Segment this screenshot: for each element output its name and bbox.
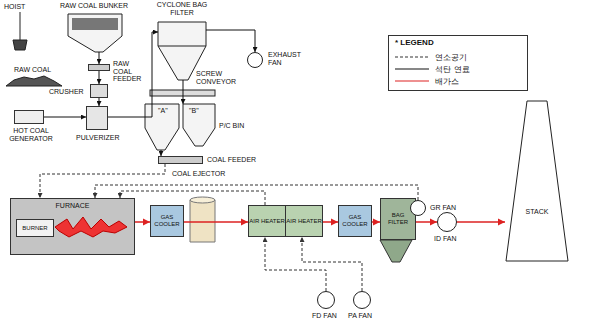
equipment-label: AIR HEATER <box>286 218 322 225</box>
equipment-label: P/C BIN <box>219 122 244 130</box>
gas-flow-line <box>135 221 150 223</box>
air-flow-line <box>302 237 362 291</box>
equipment-label: CYCLONE BAG FILTER <box>152 1 212 16</box>
equipment-label: GAS COOLER <box>339 214 371 227</box>
equipment-label: RAW COAL FEEDER <box>113 60 147 83</box>
equipment-label: FD FAN <box>312 312 337 320</box>
equipment-label: GAS COOLER <box>151 214 183 227</box>
coal-feeder: COAL FEEDER <box>158 156 203 164</box>
air-flow-line <box>120 191 265 205</box>
legend-sample <box>395 54 429 60</box>
equipment-label: PA FAN <box>348 312 372 320</box>
air-heater: AIR HEATER <box>285 205 323 237</box>
equipment-label: EXHAUST FAN <box>268 51 304 66</box>
equipment-label: HOT COAL GENERATOR <box>9 127 53 142</box>
bag-filter-hopper <box>380 240 412 262</box>
pulverizer: PULVERIZER <box>86 106 108 130</box>
furnace: FURNACE BURNER <box>10 198 135 255</box>
gas-cooler: GAS COOLER <box>338 205 372 237</box>
id-fan: ID FAN <box>437 212 457 232</box>
equipment-label: "B" <box>189 107 199 115</box>
pa-fan: PA FAN <box>353 291 371 309</box>
coal-flow-line <box>99 71 100 84</box>
equipment-label: STACK <box>505 208 569 216</box>
legend-title: * LEGEND <box>395 39 434 48</box>
pc-bin: "A""B"P/C BIN <box>145 104 215 150</box>
equipment-label: GR FAN <box>430 204 456 212</box>
air-flow-line <box>265 237 326 291</box>
legend-text: 배가스 <box>435 76 459 87</box>
coal-flow-line <box>183 80 184 104</box>
legend-line <box>395 68 429 69</box>
gas-flow-line <box>323 221 338 223</box>
stack-body <box>506 101 568 261</box>
vessel-top <box>190 197 215 203</box>
equipment-label: CRUSHER <box>49 88 84 96</box>
bunker: RAW COAL BUNKER <box>68 14 122 52</box>
coal-flow-line <box>44 117 86 118</box>
gas-flow-line <box>416 221 437 223</box>
hoist-bucket <box>13 40 27 50</box>
gas-flow-line <box>184 221 248 223</box>
stack-outline <box>505 100 569 262</box>
exhaust-fan: EXHAUST FAN <box>247 52 263 68</box>
stack: STACK <box>505 100 569 262</box>
bin-hopper-b <box>183 104 215 146</box>
equipment-label: "A" <box>158 107 168 115</box>
coal-flow-line <box>108 32 158 117</box>
legend-sample <box>395 78 429 84</box>
equipment-label: RAW COAL BUNKER <box>60 2 128 10</box>
equipment-label: BAG FILTER <box>381 212 415 225</box>
hoist-rope <box>20 12 21 40</box>
air-heater: AIR HEATER <box>248 205 286 237</box>
coal-flow-line <box>99 98 100 106</box>
bunker-hopper <box>68 14 122 52</box>
crusher: CRUSHER <box>90 84 108 98</box>
cyclone-seam <box>158 46 206 47</box>
bunker-coal <box>72 18 118 30</box>
beige-vessel <box>190 200 215 242</box>
legend-row: 배가스 <box>395 76 459 86</box>
gas-flow-line <box>457 221 505 223</box>
part-label: SCREW CONVEYOR <box>196 70 236 85</box>
bin-hopper-a <box>145 104 179 150</box>
air-flow-line <box>40 164 165 198</box>
gr-fan: GR FAN <box>410 200 426 216</box>
equipment-label: BURNER <box>22 225 47 232</box>
coal-pile <box>6 76 62 86</box>
part-label: COAL EJECTOR <box>172 170 225 178</box>
hot-gas-generator: HOT COAL GENERATOR <box>14 110 44 124</box>
coal-flow-line <box>206 30 255 52</box>
feeder: RAW COAL FEEDER <box>88 64 110 71</box>
part-label: RAW COAL <box>14 66 51 74</box>
equipment-label: COAL FEEDER <box>207 156 256 164</box>
legend-row: 연소공기 <box>395 52 467 62</box>
equipment-label: AIR HEATER <box>249 218 285 225</box>
equipment-label: PULVERIZER <box>76 134 119 142</box>
part-label: HOIST <box>4 3 25 11</box>
air-flow-line <box>95 185 418 200</box>
legend-text: 연소공기 <box>435 52 467 63</box>
legend-line <box>395 56 429 57</box>
legend-row: 석탄 연료 <box>395 64 470 74</box>
legend-sample <box>395 66 429 72</box>
gas-cooler: GAS COOLER <box>150 205 184 237</box>
burner-flame <box>55 217 127 237</box>
equipment-label: ID FAN <box>434 235 457 243</box>
gas-flow-line <box>372 221 380 223</box>
legend-line <box>395 80 429 81</box>
burner: BURNER <box>16 219 54 237</box>
legend-text: 석탄 연료 <box>435 64 470 75</box>
fd-fan: FD FAN <box>317 291 335 309</box>
coal-flow-line <box>99 52 100 64</box>
equipment-label: FURNACE <box>11 202 134 210</box>
